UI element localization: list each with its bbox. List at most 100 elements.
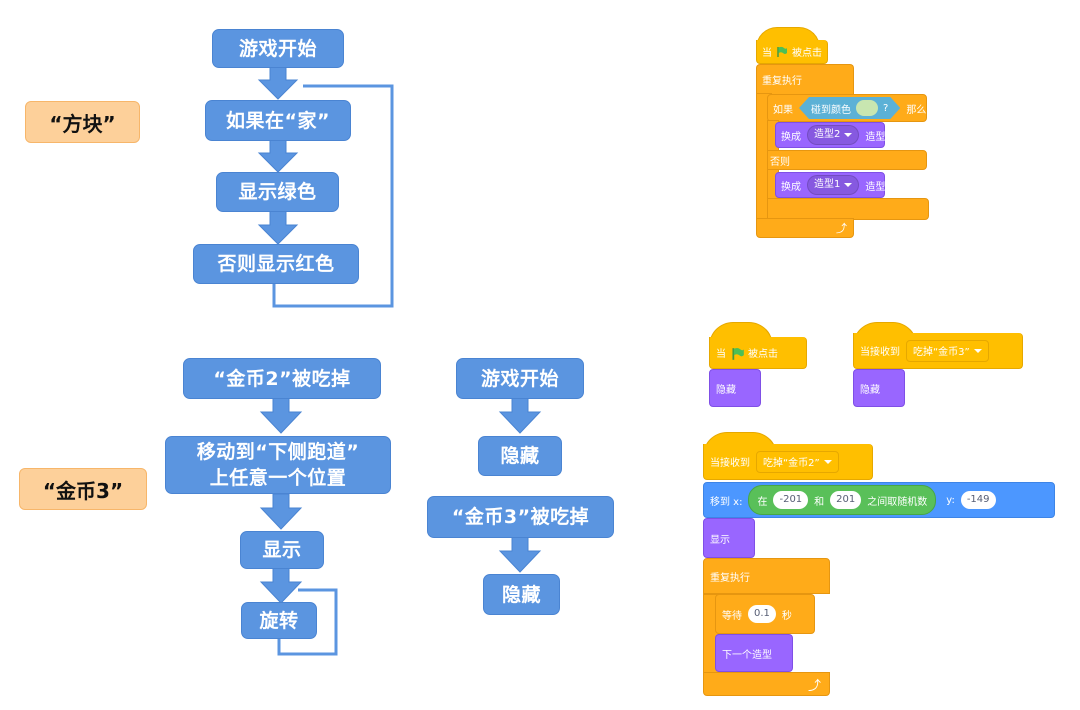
- next-costume-block[interactable]: 下一个造型: [715, 634, 793, 672]
- hat-when-text: 当: [762, 48, 772, 59]
- if-text: 如果: [773, 104, 793, 116]
- else-text: 否则: [770, 156, 790, 168]
- hide-text: 隐藏: [716, 384, 736, 396]
- message-dropdown-1[interactable]: 吃掉“金币3”: [906, 339, 989, 362]
- chevron-down-icon: [823, 459, 832, 464]
- costume-word-text: 造型: [865, 181, 886, 193]
- hat-clicked-text: 被点击: [792, 48, 822, 59]
- arrow-down-2: [257, 138, 299, 173]
- flow-step-hide-2: 隐藏: [483, 574, 560, 615]
- when-flag-clicked-block[interactable]: 当 被点击: [756, 40, 828, 64]
- flow-step-else-red: 否则显示红色: [193, 244, 359, 284]
- flow-step-coin2-eaten: “金币2”被吃掉: [183, 358, 381, 399]
- flow-step-text: 隐藏: [501, 583, 541, 606]
- random-max-input[interactable]: 201: [830, 491, 862, 509]
- hide-block-2[interactable]: 隐藏: [853, 369, 905, 407]
- forever-text: 重复执行: [762, 76, 802, 87]
- flow-step-if-home: 如果在“家”: [205, 100, 351, 141]
- when-receive-text: 当接收到: [860, 347, 900, 358]
- arrow-down-4: [259, 397, 303, 434]
- arrow-down-5: [259, 493, 303, 530]
- forever-block[interactable]: 重复执行: [756, 64, 854, 94]
- flow-step-text: “金币3”被吃掉: [451, 506, 590, 528]
- when-receive-text: 当接收到: [710, 458, 750, 469]
- random-text: 之间取随机数: [867, 496, 928, 508]
- touching-color-text: 碰到颜色: [811, 104, 851, 116]
- show-text: 显示: [710, 534, 730, 546]
- wait-value-input[interactable]: 0.1: [748, 605, 776, 623]
- flow-step-text: 如果在“家”: [226, 109, 330, 132]
- flow-step-rotate: 旋转: [241, 602, 317, 639]
- and-text: 和: [814, 496, 825, 508]
- green-flag-icon: [731, 347, 744, 360]
- chevron-down-icon: [844, 183, 853, 187]
- flow-step-game-start: 游戏开始: [212, 29, 344, 68]
- flow-step-text: 显示: [262, 539, 302, 561]
- between-text: 在: [757, 496, 768, 508]
- costume-dropdown-2[interactable]: 造型2: [807, 125, 860, 145]
- chevron-down-icon: [973, 348, 982, 353]
- costume-dropdown-value: 造型1: [814, 179, 841, 190]
- wait-block[interactable]: 等待 0.1 秒: [715, 594, 815, 634]
- coin3-sprite-label-text: “金币3”: [42, 478, 124, 503]
- else-section: 否则: [767, 150, 927, 170]
- flow-step-hide-1: 隐藏: [478, 436, 562, 476]
- touching-color-block[interactable]: 碰到颜色 ?: [799, 97, 900, 119]
- arrow-down-1: [257, 65, 299, 100]
- when-flag-clicked-block-2[interactable]: 当 被点击: [709, 337, 807, 369]
- flow-step-text: 否则显示红色: [217, 253, 335, 275]
- switch-costume-block-2[interactable]: 换成 造型1 造型: [775, 172, 885, 198]
- forever-bottom: ⤴: [756, 218, 854, 238]
- flow-step-text: 显示绿色: [238, 181, 317, 203]
- green-flag-icon: [776, 46, 788, 58]
- random-min-input[interactable]: -201: [773, 491, 809, 509]
- message-dropdown-value: 吃掉“金币2”: [763, 458, 820, 469]
- loop-arrow-icon: ⤴: [836, 222, 847, 235]
- flow-step-game-start-2: 游戏开始: [456, 358, 584, 399]
- if-else-block[interactable]: 如果 碰到颜色 ? 那么: [767, 94, 927, 122]
- flow-step-show-green: 显示绿色: [216, 172, 339, 212]
- costume-dropdown-1[interactable]: 造型1: [807, 175, 860, 195]
- flow-step-text: 游戏开始: [480, 367, 559, 390]
- chevron-down-icon: [844, 133, 853, 137]
- show-block[interactable]: 显示: [703, 518, 755, 558]
- hat-when-text: 当: [716, 349, 726, 360]
- block-sprite-label: “方块”: [25, 101, 140, 143]
- flow-step-text: 旋转: [259, 609, 299, 632]
- pick-random-block[interactable]: 在 -201 和 201 之间取随机数: [748, 485, 937, 515]
- y-value-input[interactable]: -149: [960, 491, 996, 509]
- flow-step-text: 移动到“下侧跑道”: [196, 441, 360, 463]
- question-text: ?: [883, 102, 889, 114]
- message-dropdown-2[interactable]: 吃掉“金币2”: [756, 450, 839, 473]
- then-text: 那么: [906, 104, 927, 116]
- flow-step-text: 隐藏: [500, 445, 540, 467]
- loop-arrow-icon: ⤴: [807, 678, 821, 694]
- flow-step-move-random: 移动到“下侧跑道” 上任意一个位置: [165, 436, 391, 494]
- seconds-text: 秒: [781, 610, 792, 622]
- when-receive-block-1[interactable]: 当接收到 吃掉“金币3”: [853, 333, 1023, 369]
- arrow-down-3: [257, 210, 299, 245]
- costume-dropdown-value: 造型2: [814, 129, 841, 140]
- goto-xy-block[interactable]: 移到 x: 在 -201 和 201 之间取随机数 y: -149: [703, 482, 1055, 518]
- flow-step-text: “金币2”被吃掉: [213, 367, 351, 390]
- flow-step-coin3-eaten: “金币3”被吃掉: [427, 496, 614, 538]
- hide-block-1[interactable]: 隐藏: [709, 369, 761, 407]
- forever-block-2[interactable]: 重复执行: [703, 558, 830, 594]
- forever-bottom-2: ⤴: [703, 672, 830, 696]
- switch-to-text: 换成: [781, 181, 801, 193]
- switch-costume-block-1[interactable]: 换成 造型2 造型: [775, 122, 885, 148]
- flow-step-text: 上任意一个位置: [209, 467, 347, 489]
- color-swatch[interactable]: [856, 100, 878, 116]
- costume-word-text: 造型: [865, 131, 886, 143]
- when-receive-block-2[interactable]: 当接收到 吃掉“金币2”: [703, 444, 873, 480]
- goto-x-text: 移到 x:: [710, 496, 743, 508]
- arrow-down-6: [259, 567, 303, 604]
- message-dropdown-value: 吃掉“金币3”: [913, 347, 970, 358]
- block-sprite-label-text: “方块”: [49, 111, 116, 136]
- coin3-sprite-label: “金币3”: [19, 468, 147, 510]
- next-costume-text: 下一个造型: [722, 649, 772, 661]
- hide-text: 隐藏: [860, 384, 880, 396]
- switch-to-text: 换成: [781, 131, 801, 143]
- flow-step-show: 显示: [240, 531, 324, 569]
- arrow-down-7: [498, 397, 542, 434]
